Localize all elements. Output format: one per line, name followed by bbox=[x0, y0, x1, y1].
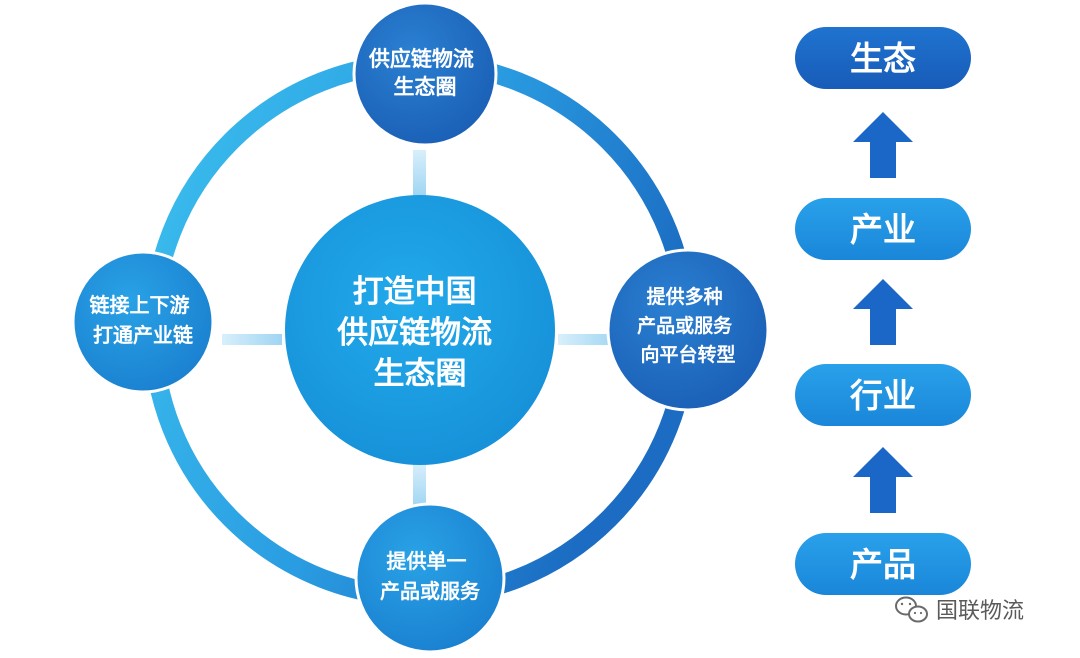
watermark: 国联物流 bbox=[895, 596, 1024, 624]
level-pill-4-label: 产品 bbox=[850, 545, 916, 584]
node-right: 提供多种 产品或服务 向平台转型 bbox=[606, 248, 770, 412]
connector-bottom bbox=[413, 462, 426, 508]
node-left-line-2: 打通产业链 bbox=[93, 323, 194, 347]
node-bottom: 提供单一 产品或服务 bbox=[354, 502, 506, 654]
connector-top bbox=[413, 150, 426, 196]
node-top-line-1: 供应链物流 bbox=[368, 47, 474, 71]
node-bottom-line-2: 产品或服务 bbox=[380, 579, 481, 603]
level-pill-3-label: 行业 bbox=[849, 376, 916, 415]
node-top-line-2: 生态圈 bbox=[394, 75, 457, 99]
arrow-up-icon bbox=[853, 112, 913, 178]
svg-text:打造中国 供应链物流 生态圈: 打造中国 供应链物流 生态圈 bbox=[336, 274, 503, 392]
svg-text:提供多种 产品或服务 向平台转型: 提供多种 产品或服务 向平台转型 bbox=[637, 285, 739, 366]
node-left: 链接上下游 打通产业链 bbox=[71, 250, 215, 394]
level-pill-2: 产业 bbox=[795, 198, 971, 260]
level-pill-1: 生态 bbox=[795, 27, 971, 89]
connector-right bbox=[558, 334, 618, 345]
center-line-3: 生态圈 bbox=[374, 356, 467, 392]
node-top: 供应链物流 生态圈 bbox=[352, 1, 498, 147]
hierarchy-column: 生态 产业 行业 产品 bbox=[795, 27, 971, 595]
center-node: 打造中国 供应链物流 生态圈 bbox=[285, 195, 555, 465]
node-bottom-line-1: 提供单一 bbox=[387, 549, 467, 573]
level-pill-4: 产品 bbox=[795, 533, 971, 595]
arrow-up-icon bbox=[853, 279, 913, 345]
node-left-line-1: 链接上下游 bbox=[90, 293, 190, 317]
level-pill-2-label: 产业 bbox=[850, 210, 916, 249]
level-pill-3: 行业 bbox=[795, 364, 971, 426]
center-line-2: 供应链物流 bbox=[336, 315, 492, 351]
arrow-up-icon bbox=[853, 447, 913, 513]
center-line-1: 打造中国 bbox=[353, 274, 477, 310]
wechat-icon bbox=[895, 596, 928, 623]
node-right-line-3: 向平台转型 bbox=[640, 343, 735, 366]
level-pill-1-label: 生态 bbox=[850, 39, 916, 78]
svg-text:供应链物流 生态圈: 供应链物流 生态圈 bbox=[368, 47, 481, 99]
node-right-line-2: 产品或服务 bbox=[637, 314, 733, 337]
svg-text:链接上下游 打通产业链: 链接上下游 打通产业链 bbox=[90, 293, 197, 347]
connector-left bbox=[222, 334, 282, 345]
watermark-text: 国联物流 bbox=[936, 599, 1024, 624]
svg-text:提供单一 产品或服务: 提供单一 产品或服务 bbox=[380, 549, 481, 603]
node-right-line-1: 提供多种 bbox=[647, 285, 723, 308]
